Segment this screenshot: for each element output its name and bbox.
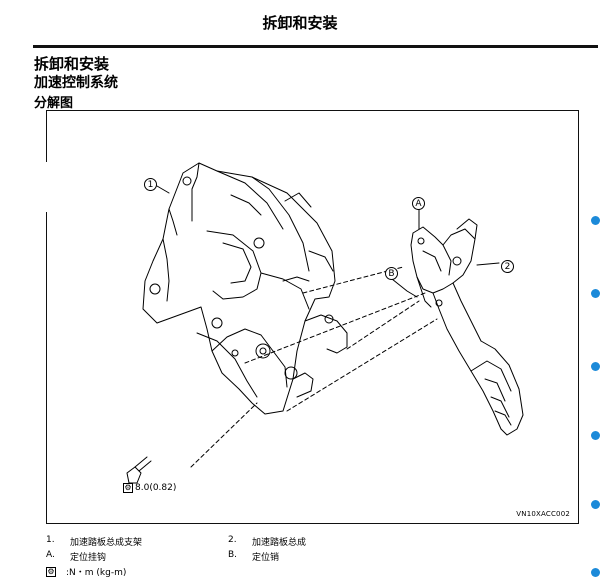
- callout-b: B: [385, 267, 398, 280]
- torque-wrench-icon: ⚙: [46, 566, 56, 577]
- legend-text: 定位挂钩: [70, 553, 107, 563]
- callout-2: 2: [501, 260, 514, 273]
- header-rule: [33, 45, 598, 48]
- side-link-icon[interactable]: [591, 289, 600, 298]
- legend-text: 加速踏板总成: [252, 538, 307, 548]
- side-link-icon[interactable]: [591, 216, 600, 225]
- legend-num: 2.: [228, 535, 237, 545]
- torque-wrench-icon: ⚙: [123, 483, 133, 493]
- unit-text: :N・m (kg-m): [66, 568, 127, 578]
- legend-num: B.: [228, 550, 238, 560]
- side-link-icon[interactable]: [591, 568, 600, 577]
- legend-num: 1.: [46, 535, 55, 545]
- callout-1: 1: [144, 178, 157, 191]
- legend-text: 定位销: [252, 553, 280, 563]
- legend-text: 加速踏板总成支架: [70, 538, 143, 548]
- exploded-view-title: 分解图: [34, 96, 74, 111]
- subsection-title: 加速控制系统: [34, 75, 118, 91]
- torque-value: 8.0(0.82): [135, 483, 177, 493]
- page-header-title: 拆卸和安装: [262, 14, 338, 32]
- side-link-icon[interactable]: [591, 431, 600, 440]
- side-link-icon[interactable]: [591, 362, 600, 371]
- figure-code: VN10XACC002: [516, 510, 570, 518]
- figure-border-gap: [43, 162, 51, 212]
- side-link-icon[interactable]: [591, 500, 600, 509]
- torque-spec: ⚙ 8.0(0.82): [123, 483, 176, 493]
- callout-a: A: [412, 197, 425, 210]
- legend-num: A.: [46, 550, 55, 560]
- pedal-assembly-drawing: [126, 162, 524, 484]
- legend-unit: ⚙ :N・m (kg-m): [46, 565, 126, 578]
- exploded-view-figure: 1 A B 2 ⚙ 8.0(0.82) VN10XACC002: [46, 110, 579, 524]
- section-title: 拆卸和安装: [34, 55, 110, 73]
